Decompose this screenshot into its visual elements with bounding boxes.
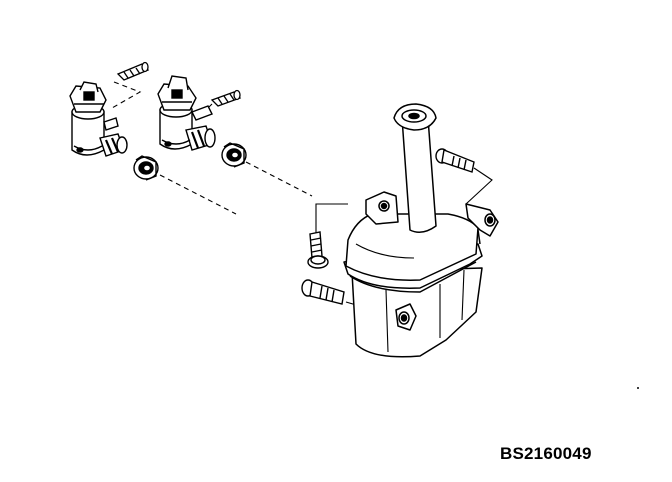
reference-code-label: BS2160049 — [500, 444, 592, 463]
left-grommet-icon — [133, 155, 159, 181]
right-grommet-icon — [221, 142, 247, 168]
reservoir-tank-icon — [343, 103, 499, 358]
right-pump-icon — [157, 75, 216, 151]
left-hose-nipple-icon — [116, 61, 150, 81]
leader-line-right-grommet — [245, 161, 313, 197]
bottom-bolt-icon — [301, 279, 345, 305]
leader-line-top-bolt — [465, 167, 493, 205]
speck-mark — [637, 387, 639, 389]
left-pump-icon — [69, 81, 128, 157]
assembly-leader-lines — [111, 81, 313, 215]
right-hose-nipple-icon — [210, 89, 242, 107]
leader-line-middle-bolt — [315, 203, 348, 236]
leader-line-left-grommet — [159, 174, 237, 215]
leader-line-right-nipple — [199, 103, 213, 117]
leader-line-left-nipple — [111, 81, 142, 109]
top-bolt-icon — [435, 148, 475, 173]
middle-bolt-icon — [307, 231, 329, 269]
